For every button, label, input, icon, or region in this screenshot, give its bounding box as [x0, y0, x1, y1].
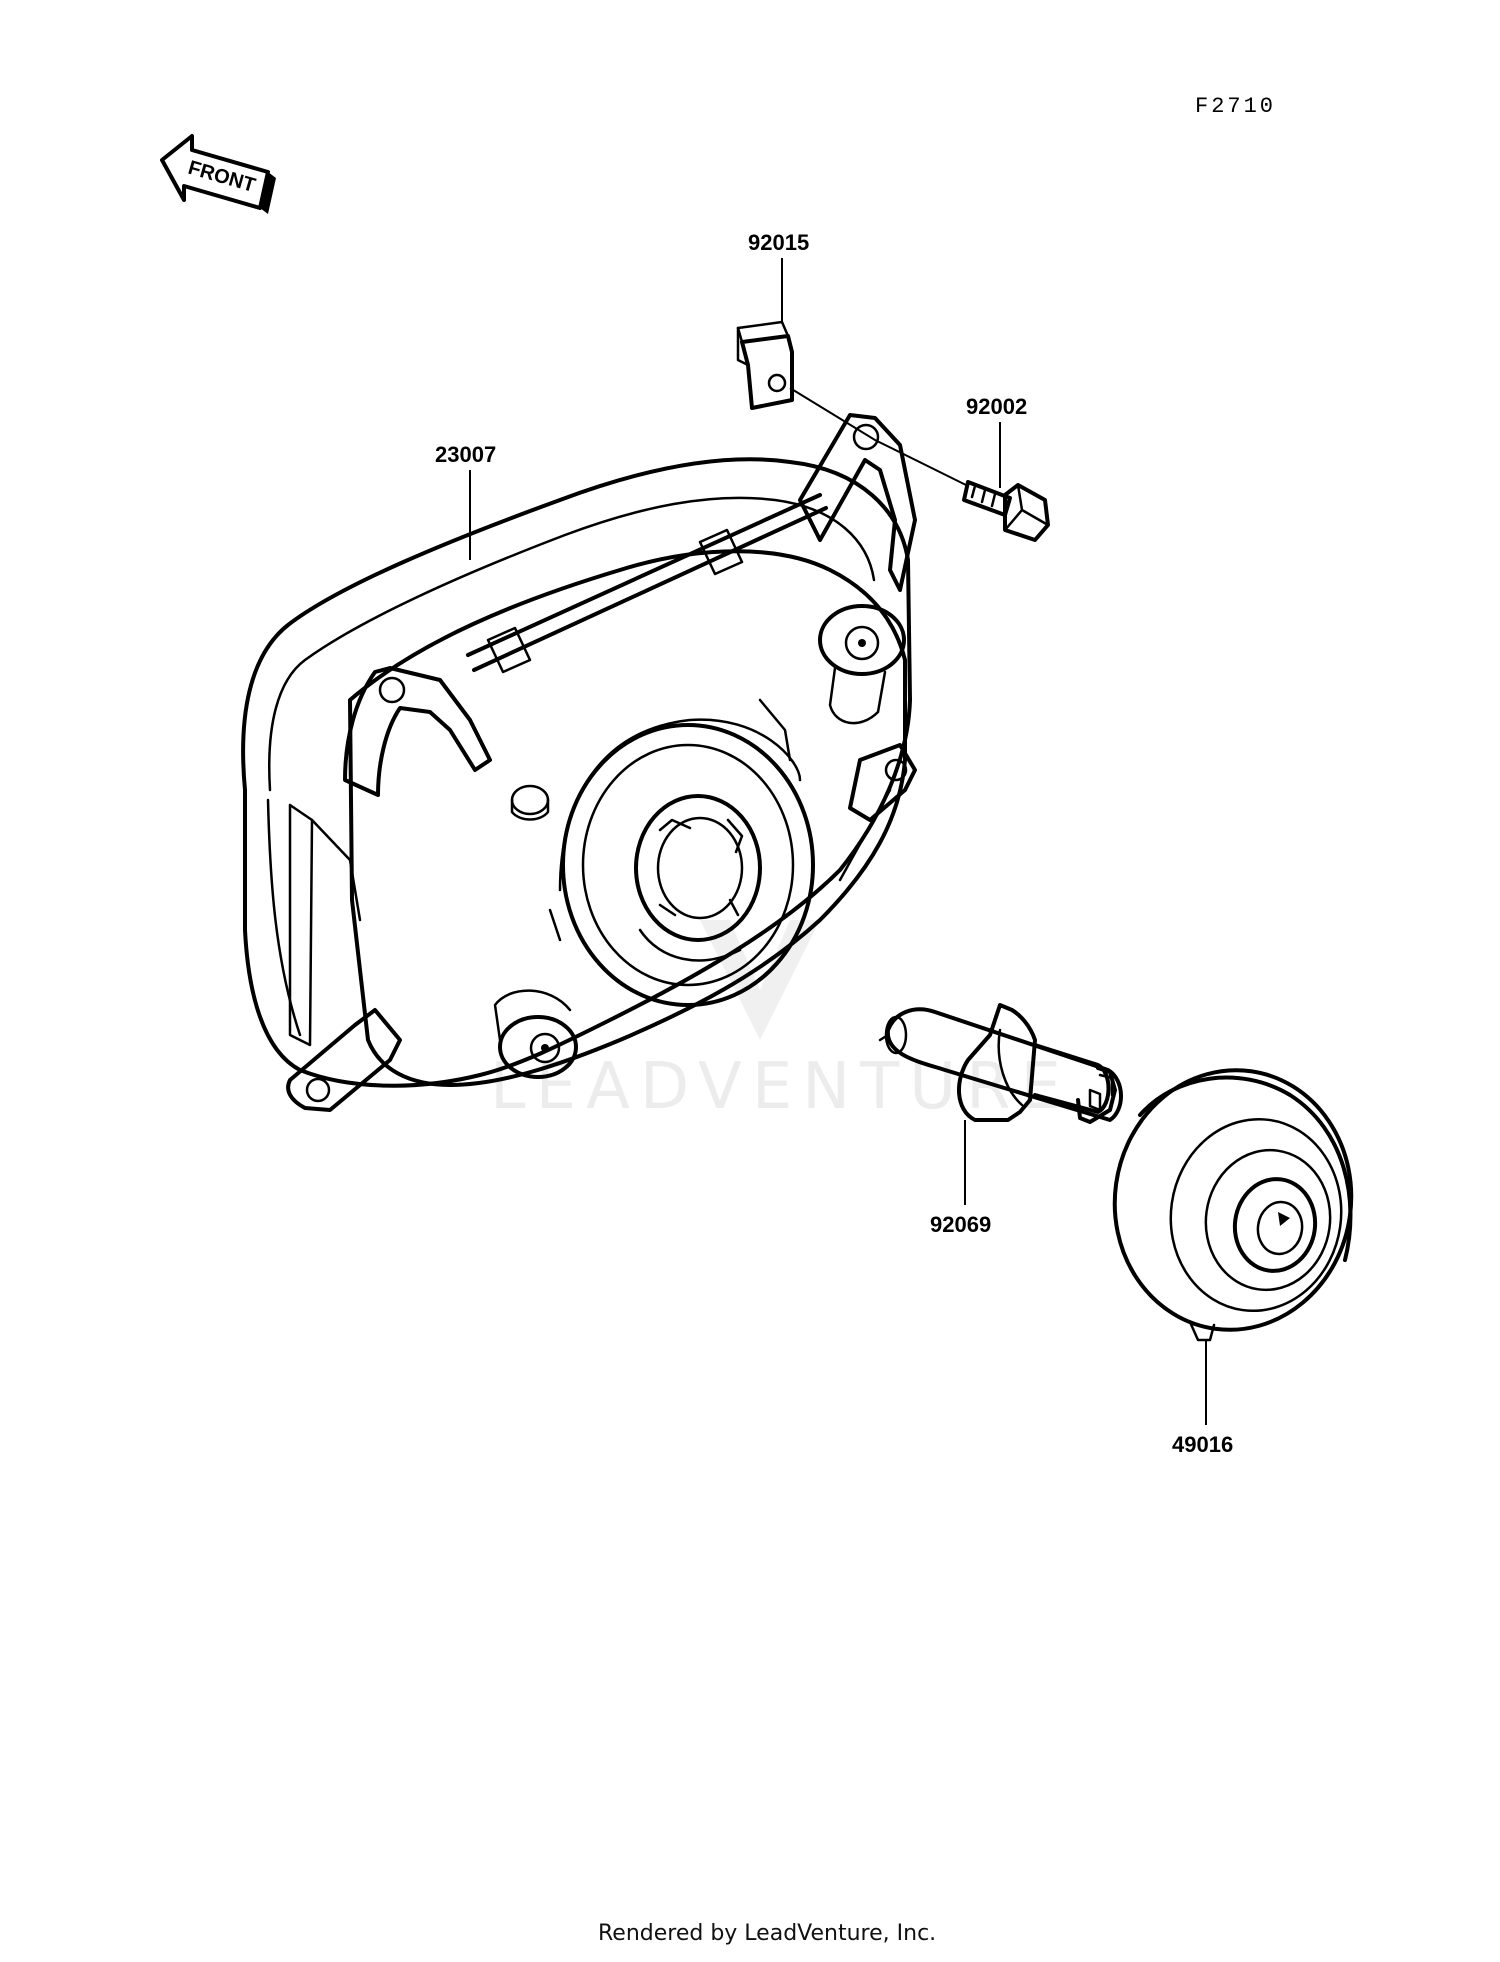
- front-arrow-icon: FRONT: [160, 134, 276, 214]
- rubber-cover-49016: [1112, 1068, 1354, 1342]
- bulb-92069: [878, 1003, 1123, 1124]
- watermark-text: LEADVENTURE: [490, 1050, 1071, 1124]
- headlight-housing: [241, 413, 917, 1112]
- footer-credit: Rendered by LeadVenture, Inc.: [598, 1921, 936, 1946]
- part-label-92069: 92069: [930, 1212, 991, 1237]
- clip-nut-92015: [736, 320, 794, 410]
- bolt-92002: [962, 480, 1050, 542]
- part-label-49016: 49016: [1172, 1432, 1233, 1457]
- part-label-92015: 92015: [748, 230, 809, 255]
- part-label-92002: 92002: [966, 394, 1027, 419]
- assembly-line: [789, 387, 969, 487]
- part-label-23007: 23007: [435, 442, 496, 467]
- figure-code: F2710: [1195, 94, 1276, 119]
